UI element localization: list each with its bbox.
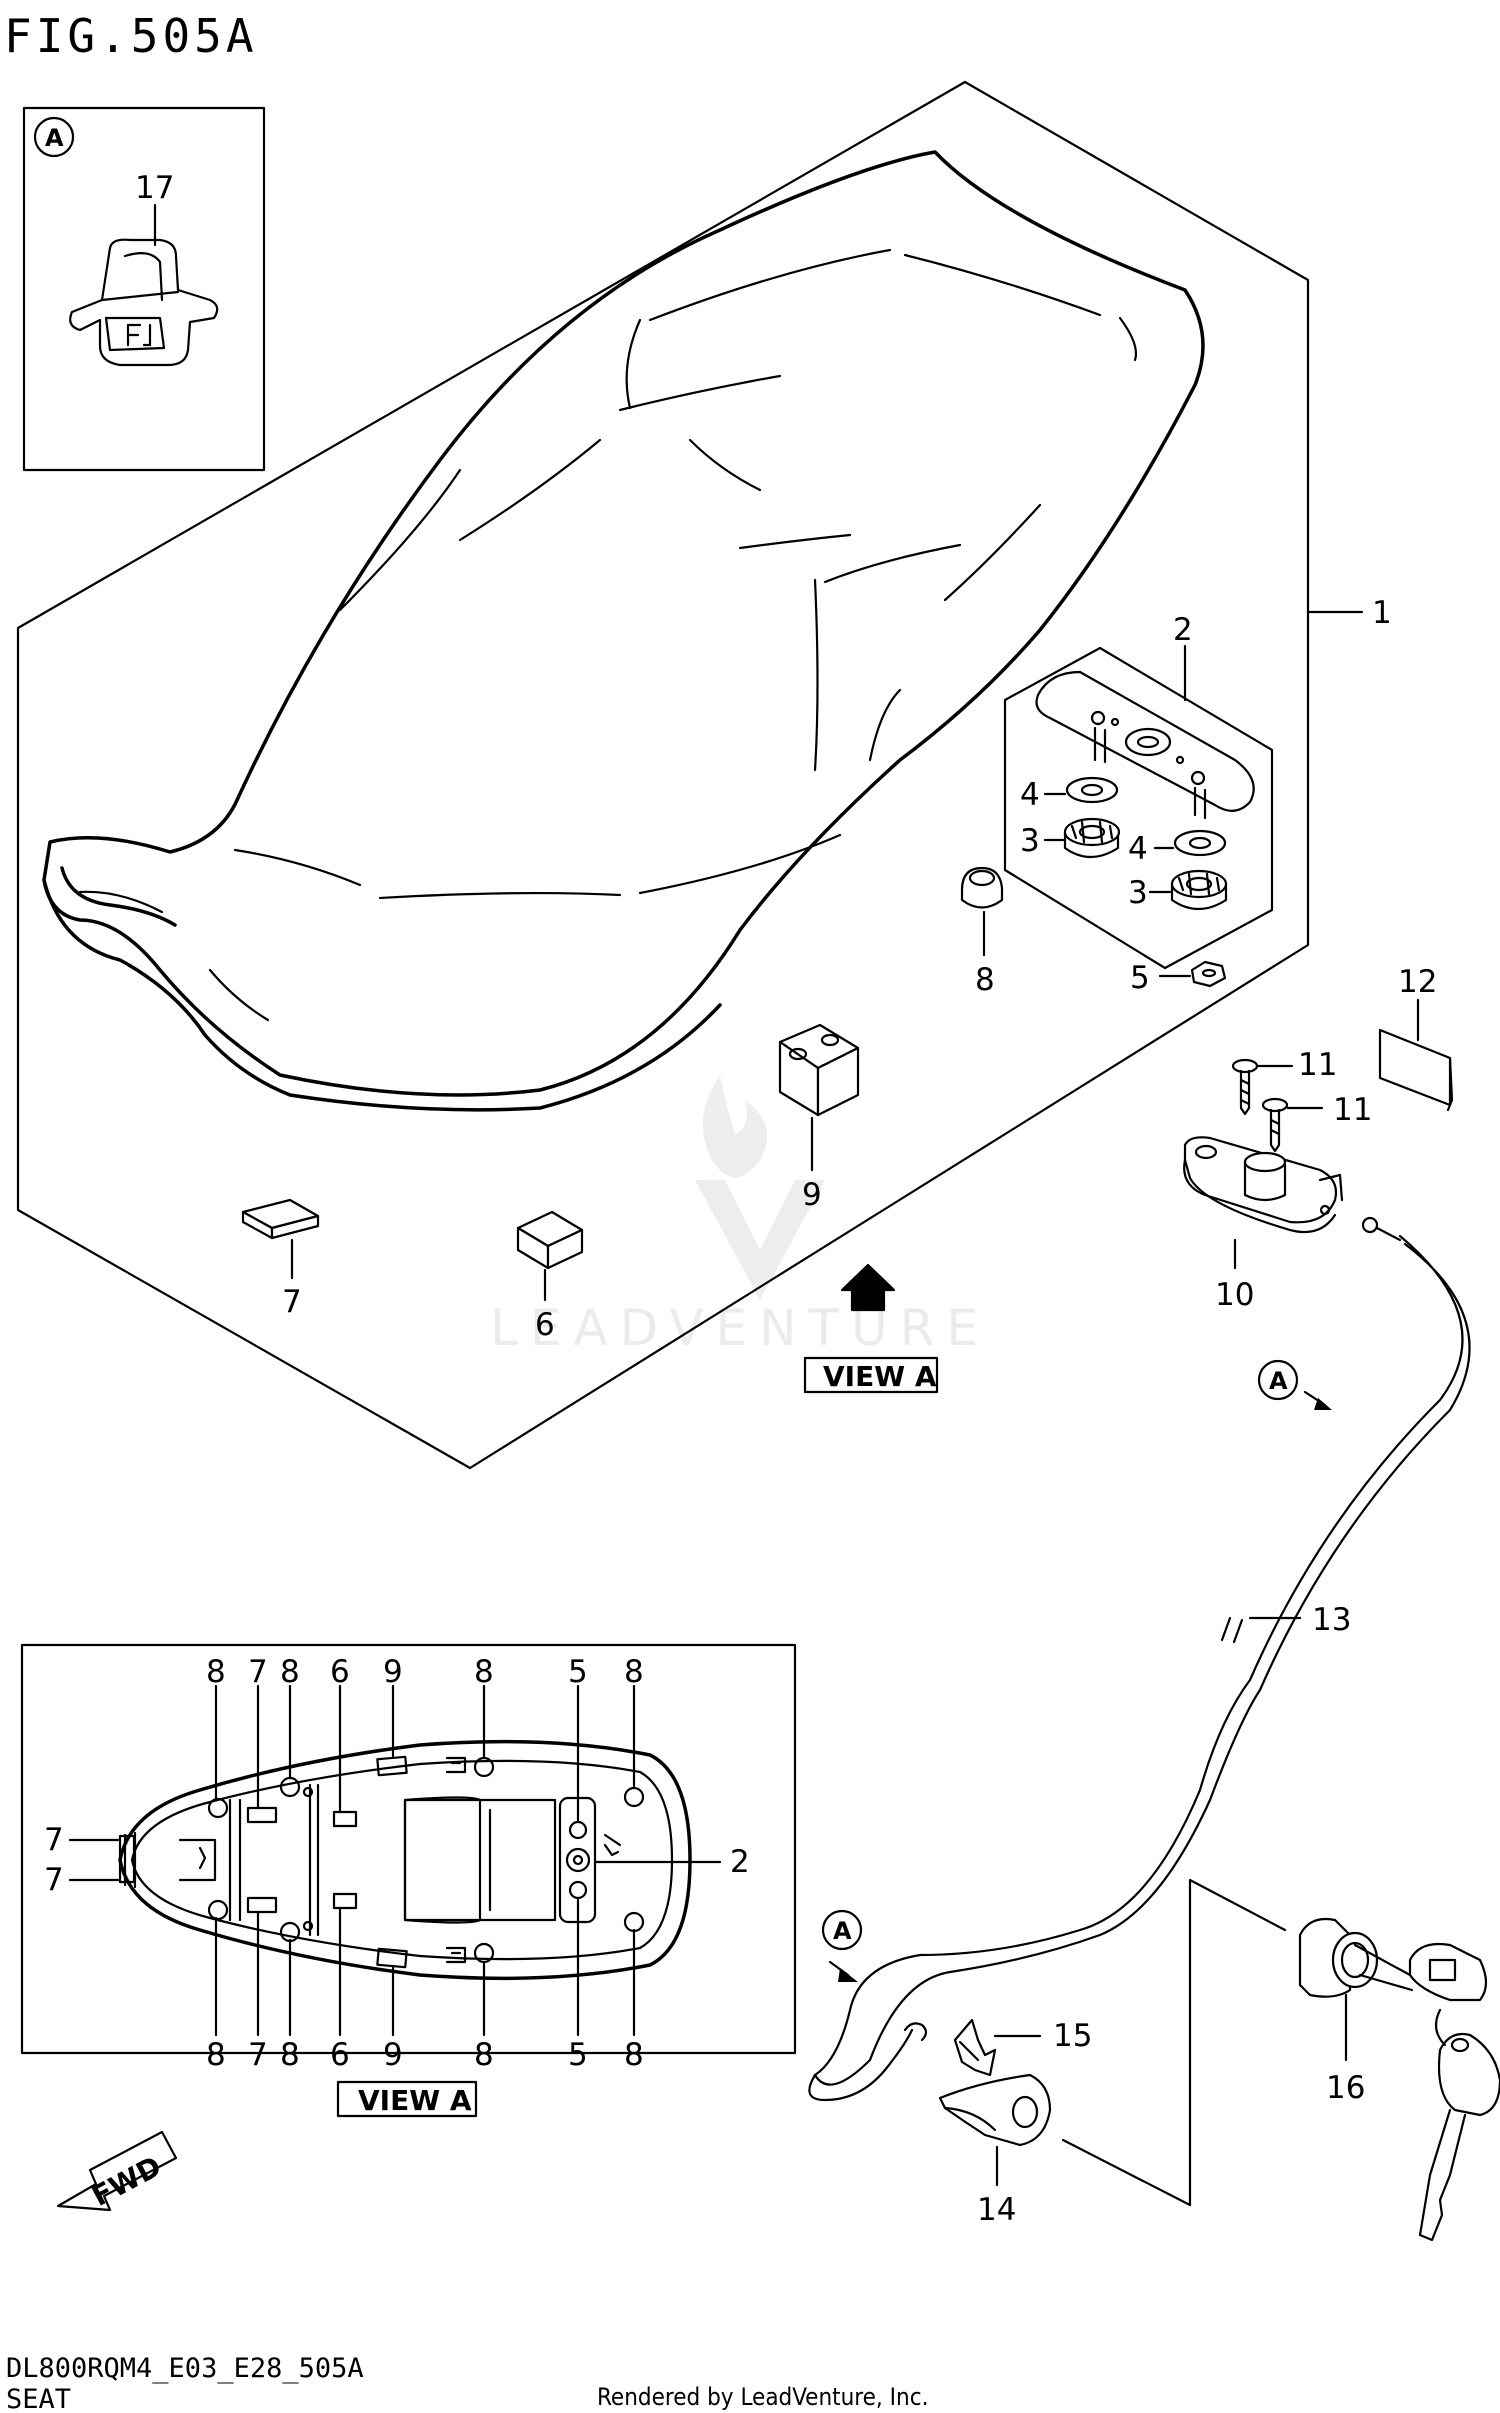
- svg-text:A: A: [833, 1917, 852, 1945]
- washer-part-4b: [1173, 829, 1227, 857]
- part-label-10: 10: [1215, 1277, 1254, 1313]
- pad-part-9: [778, 1023, 860, 1117]
- va-side-label-2: 2: [730, 1844, 750, 1880]
- leadventure-watermark: LEADVENTURE: [490, 1075, 990, 1357]
- detail-a-box: [22, 106, 266, 472]
- label-part-12: [1378, 1028, 1454, 1112]
- clip-part-17: [69, 238, 219, 367]
- marker-a-lower: A: [821, 1909, 863, 1982]
- part-label-12: 12: [1398, 964, 1437, 1000]
- seat-bottom-view: [118, 1739, 692, 1981]
- screw-part-11b: [1261, 1097, 1289, 1153]
- part-label-3b: 3: [1128, 875, 1148, 911]
- view-a-label-top: VIEW A: [823, 1360, 937, 1393]
- svg-text:A: A: [1269, 1367, 1288, 1395]
- va-side-label-7b: 7: [44, 1862, 64, 1898]
- lock-cylinder-part-16: [1298, 1917, 1500, 2242]
- svg-text:A: A: [45, 124, 64, 152]
- washer-part-4a: [1065, 776, 1119, 804]
- va-top-label-8d: 8: [624, 1654, 644, 1690]
- part-label-16: 16: [1326, 2070, 1365, 2106]
- va-top-label-8a: 8: [206, 1654, 226, 1690]
- view-a-detail-box: [20, 1643, 797, 2055]
- part-label-4b: 4: [1128, 831, 1148, 867]
- va-bottom-label-7: 7: [248, 2037, 268, 2073]
- part-label-6: 6: [535, 1307, 555, 1343]
- holder-part-15: [953, 2018, 997, 2077]
- part-label-14: 14: [977, 2192, 1016, 2228]
- fwd-arrow-icon: FWD: [56, 2130, 178, 2213]
- screw-part-11a: [1231, 1058, 1259, 1116]
- va-top-label-8b: 8: [280, 1654, 300, 1690]
- part-label-5: 5: [1130, 960, 1150, 996]
- lock-plate-part-10: [1183, 1136, 1344, 1234]
- va-bottom-label-8a: 8: [206, 2037, 226, 2073]
- watermark-text: LEADVENTURE: [490, 1299, 990, 1357]
- part-label-7: 7: [282, 1284, 302, 1320]
- pad-part-7: [241, 1198, 320, 1240]
- view-a-arrow-icon: [840, 1263, 896, 1312]
- render-credit: Rendered by LeadVenture, Inc.: [597, 2383, 928, 2411]
- seat: [42, 150, 1205, 1112]
- view-a-leaders: [68, 1684, 722, 2037]
- va-bottom-label-6: 6: [330, 2037, 350, 2073]
- va-top-label-9: 9: [383, 1654, 403, 1690]
- va-bottom-label-8b: 8: [280, 2037, 300, 2073]
- va-bottom-label-9: 9: [383, 2037, 403, 2073]
- va-bottom-label-5: 5: [568, 2037, 588, 2073]
- pad-part-6: [516, 1210, 584, 1270]
- part-label-15: 15: [1053, 2018, 1092, 2054]
- cable-part-13: [808, 1216, 1471, 2102]
- view-a-label-bottom: VIEW A: [358, 2084, 472, 2117]
- part-label-17: 17: [135, 170, 174, 206]
- seat-assembly-boundary: [16, 80, 1310, 1470]
- part-label-1: 1: [1372, 595, 1392, 631]
- view-a-tag-bottom: [336, 2080, 478, 2118]
- part-label-13: 13: [1312, 1602, 1351, 1638]
- va-side-label-7a: 7: [44, 1822, 64, 1858]
- part-label-9: 9: [802, 1177, 822, 1213]
- part-label-11a: 11: [1298, 1047, 1337, 1083]
- va-top-label-8c: 8: [474, 1654, 494, 1690]
- va-bottom-label-8c: 8: [474, 2037, 494, 2073]
- part-label-11b: 11: [1333, 1092, 1372, 1128]
- part-label-3a: 3: [1020, 823, 1040, 859]
- va-top-label-7: 7: [248, 1654, 268, 1690]
- detail-a-marker: A: [33, 116, 75, 158]
- view-a-tag-top: [803, 1356, 939, 1394]
- figure-title: FIG.505A: [4, 9, 258, 63]
- part-label-4a: 4: [1020, 777, 1040, 813]
- bracket-box: [1003, 646, 1274, 970]
- part-label-2: 2: [1173, 612, 1193, 648]
- holder-part-14: [938, 2073, 1052, 2147]
- figure-code: DL800RQM4_E03_E28_505A: [6, 2353, 364, 2384]
- marker-a-upper: A: [1257, 1359, 1332, 1410]
- nut-part-5: [1190, 960, 1227, 988]
- va-bottom-label-8d: 8: [624, 2037, 644, 2073]
- lock-box-lines: [1061, 1878, 1287, 2207]
- figure-name: SEAT: [6, 2384, 71, 2413]
- va-top-label-5: 5: [568, 1654, 588, 1690]
- damper-part-3a: [1063, 817, 1121, 859]
- damper-part-3b: [1170, 869, 1228, 911]
- grommet-part-8: [960, 866, 1004, 909]
- va-top-label-6: 6: [330, 1654, 350, 1690]
- part-label-8: 8: [975, 962, 995, 998]
- bracket-part-2: [1035, 670, 1255, 820]
